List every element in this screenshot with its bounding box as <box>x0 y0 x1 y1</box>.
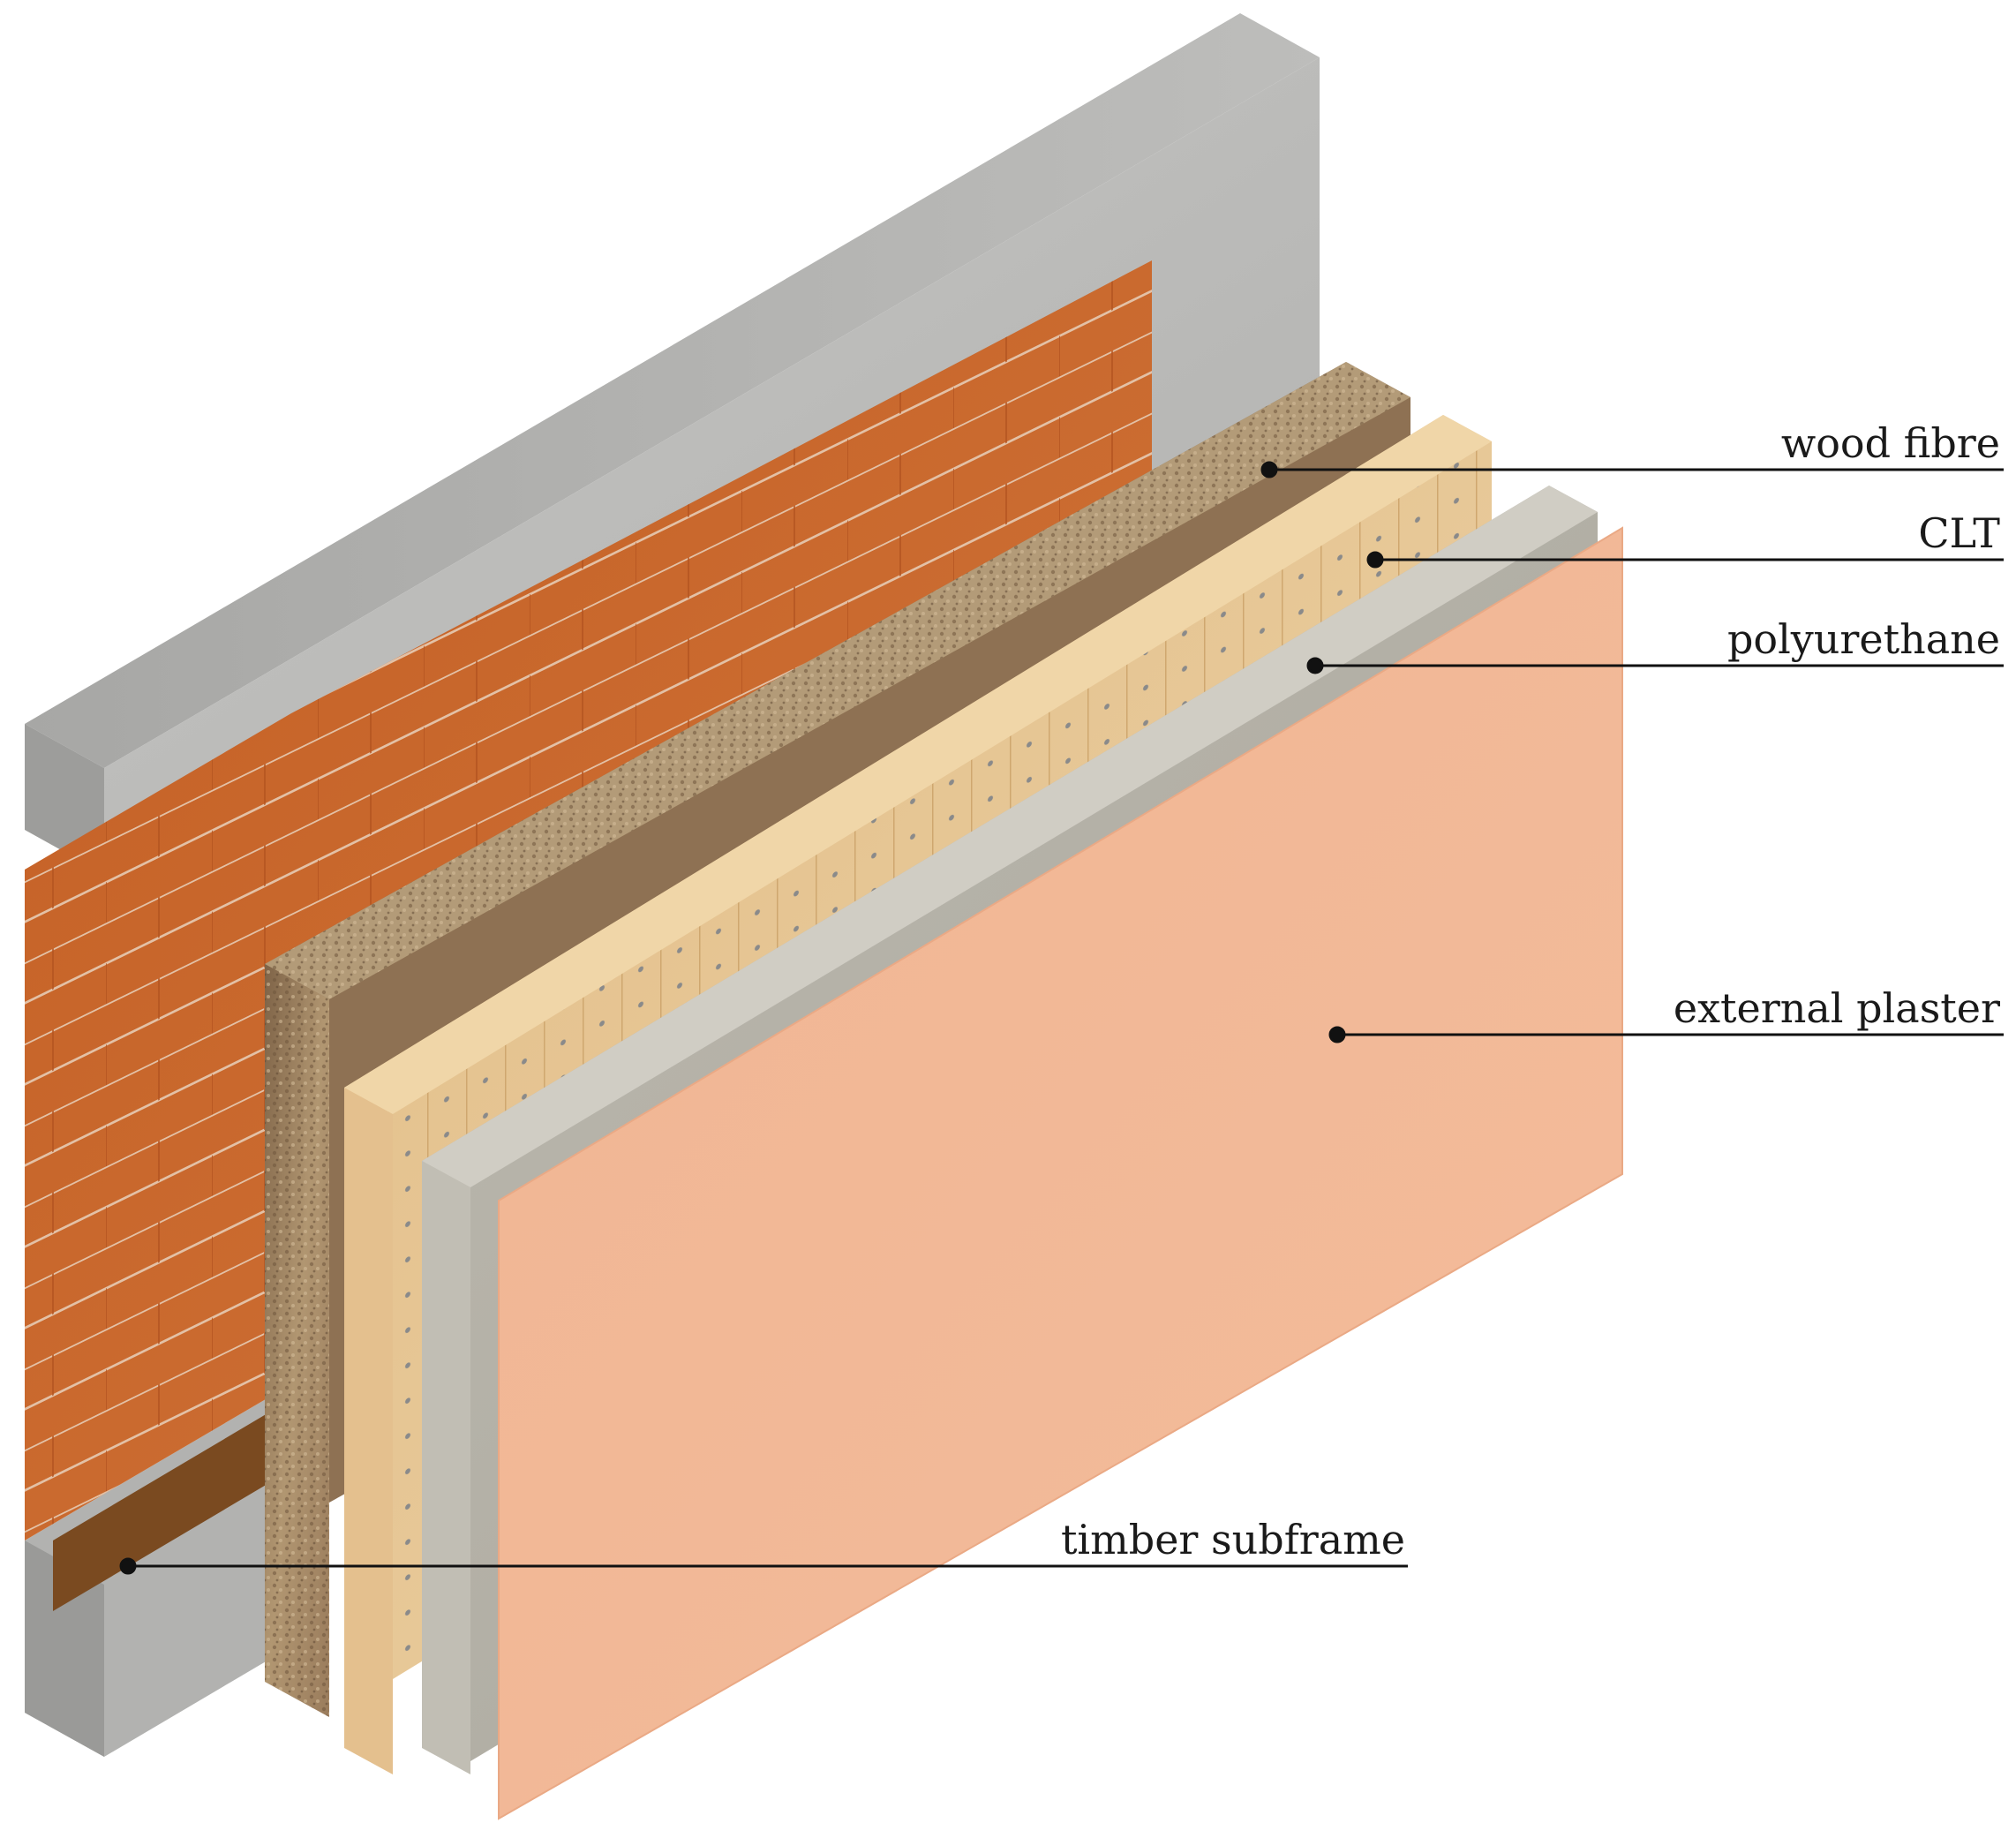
external-plaster-dot <box>1328 1026 1346 1043</box>
polyurethane-dot <box>1306 657 1324 674</box>
beam-top-face <box>25 13 1320 768</box>
timber-subframe-beam <box>53 1399 291 1611</box>
clt-dot <box>1366 551 1384 569</box>
wood-fibre-dot <box>1260 461 1278 478</box>
label-wood-fibre: wood fibre <box>1781 419 2000 467</box>
leader-lines <box>119 461 2004 1575</box>
label-external-plaster: external plaster <box>1674 984 2000 1032</box>
label-clt: CLT <box>1918 509 2000 557</box>
timber-subframe-dot <box>119 1557 137 1575</box>
external-plaster-panel <box>498 526 1623 1820</box>
brick-infill <box>25 260 1152 1540</box>
label-polyurethane: polyurethane <box>1727 615 2000 663</box>
label-timber-subframe: timber subframe <box>1061 1516 1405 1563</box>
